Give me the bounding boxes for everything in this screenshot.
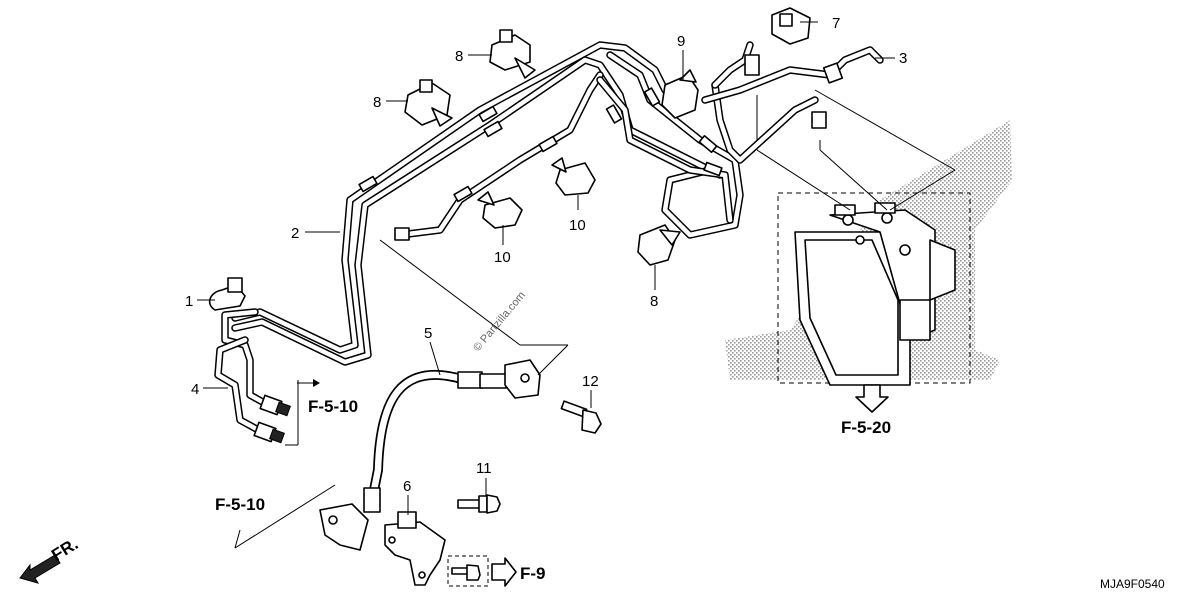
bolt-f9 [447, 555, 489, 587]
ref-f-9: F-9 [520, 564, 546, 583]
bolt-12 [560, 400, 602, 434]
clamp-8-c [637, 224, 681, 266]
ref-f-5-10-lower: F-5-10 [215, 495, 265, 514]
bolt-11 [457, 494, 501, 514]
clamp-7 [771, 7, 811, 45]
callout-5: 5 [424, 325, 432, 342]
ref-f-5-20: F-5-20 [841, 418, 891, 437]
brake-pipe-front-branch [394, 71, 604, 241]
leader-lines [197, 21, 895, 549]
callout-8-a: 8 [455, 48, 463, 65]
abs-modulator [777, 192, 971, 386]
clamp-8-a [489, 29, 536, 79]
callout-2: 2 [291, 225, 299, 242]
clamp-9 [661, 69, 699, 119]
callout-4: 4 [191, 381, 199, 398]
clamp-8-b [404, 79, 453, 127]
callout-1: 1 [185, 293, 193, 310]
callout-9: 9 [677, 33, 685, 50]
callout-11: 11 [476, 460, 492, 477]
reference-arrows [19, 379, 889, 587]
callout-3: 3 [899, 50, 907, 67]
callout-6: 6 [403, 478, 411, 495]
clamp-10-a [477, 191, 523, 229]
callout-12: 12 [582, 373, 599, 390]
stay-6 [384, 511, 446, 586]
brake-hose-5 [319, 359, 541, 551]
drawing-code: MJA9F0540 [1100, 577, 1165, 591]
clamp-1 [208, 277, 246, 311]
callout-8-b: 8 [373, 94, 381, 111]
brake-pipe-4 [214, 308, 291, 444]
callout-8-c: 8 [650, 293, 658, 310]
callout-10-a: 10 [494, 249, 511, 266]
callout-10-b: 10 [569, 217, 586, 234]
clamp-10-b [551, 157, 596, 196]
callout-7: 7 [832, 15, 840, 32]
ref-f-5-10-upper: F-5-10 [308, 397, 358, 416]
brake-pipe-upper-cluster [596, 41, 884, 239]
